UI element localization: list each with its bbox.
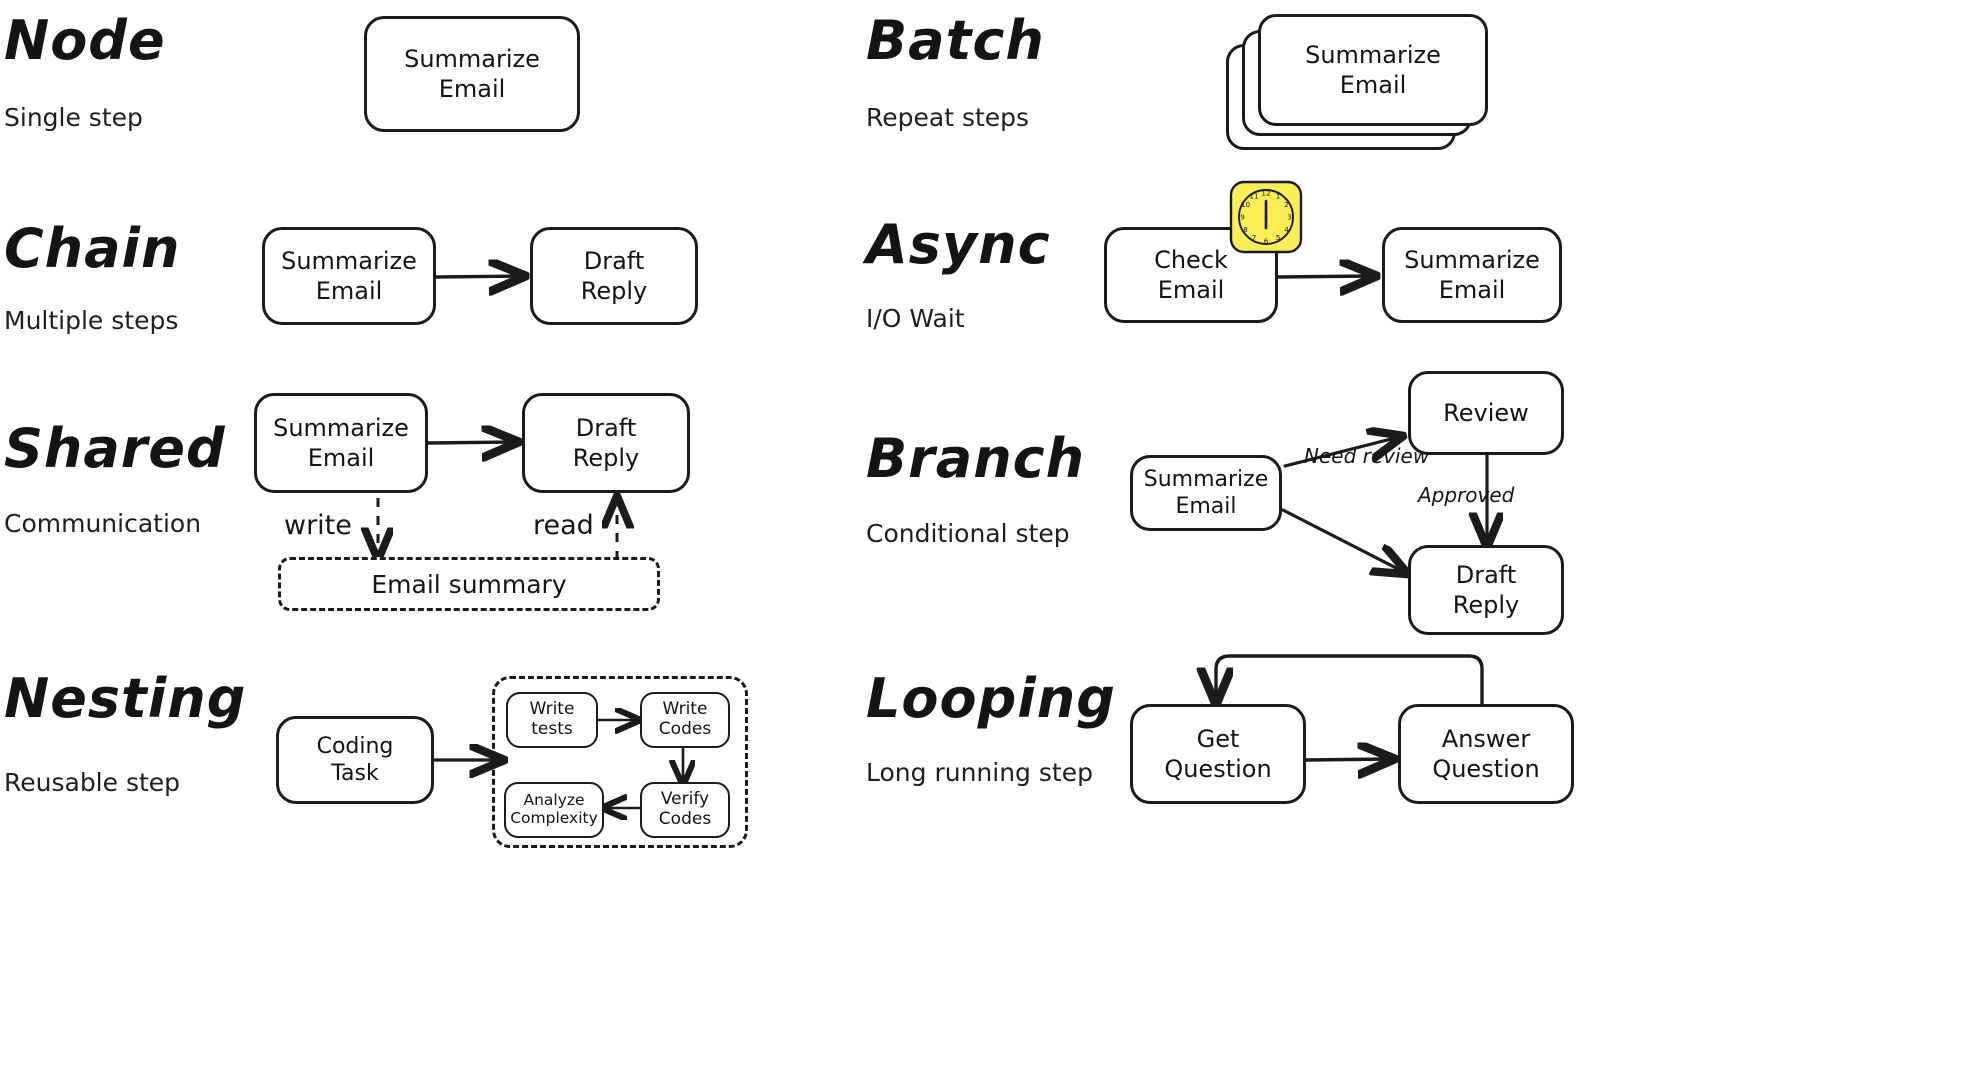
node-line-1: Summarize — [273, 414, 409, 442]
edge-label-need-review: Need review — [1304, 444, 1430, 468]
section-title-nesting: Nesting — [4, 667, 247, 730]
node-line-1: Summarize — [1305, 41, 1441, 69]
node-line-2: tests — [531, 719, 573, 739]
svg-text:10: 10 — [1241, 200, 1251, 209]
node-line-1: Write — [529, 699, 575, 720]
batch-stack-front[interactable]: Summarize Email — [1258, 14, 1488, 126]
node-line-1: Summarize — [1404, 246, 1540, 274]
node-line-1: Draft — [1455, 561, 1517, 589]
nesting-subflow-group — [492, 676, 748, 848]
svg-text:3: 3 — [1287, 213, 1292, 222]
svg-text:1: 1 — [1276, 192, 1281, 201]
node-looping-get-question[interactable]: Get Question — [1130, 704, 1306, 804]
section-subtitle-branch: Conditional step — [866, 519, 1070, 548]
node-line-1: Summarize — [281, 247, 417, 275]
section-title-node: Node — [4, 9, 166, 72]
section-title-async: Async — [866, 213, 1051, 276]
node-nesting-write-codes[interactable]: Write Codes — [640, 692, 730, 748]
edge-shared-summarize-to-draft — [426, 442, 514, 443]
node-line-1: Coding — [316, 733, 394, 759]
node-branch-review[interactable]: Review — [1408, 371, 1564, 455]
section-subtitle-async: I/O Wait — [866, 304, 965, 333]
node-line-2: Question — [1164, 755, 1272, 783]
node-line-2: Email — [315, 277, 383, 305]
edge-label-approved: Approved — [1418, 483, 1515, 507]
node-line-1: Write — [662, 699, 708, 720]
node-line-2: Email — [1438, 276, 1506, 304]
edge-looping-answer-to-get — [1216, 654, 1484, 712]
section-title-batch: Batch — [866, 9, 1045, 72]
node-summarize-email[interactable]: Summarize Email — [364, 16, 580, 132]
section-subtitle-chain: Multiple steps — [4, 306, 179, 335]
svg-text:7: 7 — [1252, 233, 1257, 242]
edge-branch-summarize-to-draft — [1281, 508, 1404, 572]
shared-store-label: Email summary — [371, 569, 567, 599]
node-line-1: Check — [1154, 246, 1228, 274]
node-line-1: Draft — [575, 414, 637, 442]
node-shared-summarize-email[interactable]: Summarize Email — [254, 393, 428, 493]
edge-async-check-to-summarize — [1275, 276, 1372, 277]
node-nesting-coding-task[interactable]: Coding Task — [276, 716, 434, 804]
edge-chain-summarize-to-draft — [434, 276, 521, 277]
node-line-2: Reply — [1452, 591, 1520, 619]
node-line-2: Question — [1432, 755, 1540, 783]
node-line-1: Review — [1443, 399, 1529, 427]
node-line-1: Verify — [660, 789, 710, 810]
node-line-1: Summarize — [404, 45, 540, 73]
node-line-2: Email — [1175, 494, 1237, 519]
node-line-2: Email — [438, 75, 506, 103]
svg-text:9: 9 — [1240, 213, 1245, 222]
node-line-1: Answer — [1441, 725, 1531, 753]
node-async-summarize-email[interactable]: Summarize Email — [1382, 227, 1562, 323]
svg-text:12: 12 — [1261, 189, 1270, 198]
section-subtitle-looping: Long running step — [866, 758, 1093, 787]
section-subtitle-nesting: Reusable step — [4, 768, 181, 797]
node-line-2: Complexity — [510, 809, 598, 827]
section-subtitle-shared: Communication — [4, 509, 202, 538]
edge-looping-get-to-answer — [1304, 759, 1390, 760]
svg-text:6: 6 — [1264, 237, 1269, 246]
svg-text:8: 8 — [1243, 225, 1248, 234]
section-subtitle-node: Single step — [4, 103, 143, 132]
node-line-1: Summarize — [1143, 466, 1269, 492]
node-nesting-write-tests[interactable]: Write tests — [506, 692, 598, 748]
node-nesting-verify-codes[interactable]: Verify Codes — [640, 782, 730, 838]
node-shared-draft-reply[interactable]: Draft Reply — [522, 393, 690, 493]
svg-text:2: 2 — [1284, 200, 1289, 209]
node-branch-summarize-email[interactable]: Summarize Email — [1130, 455, 1282, 531]
svg-text:5: 5 — [1276, 233, 1281, 242]
node-line-2: Codes — [658, 809, 712, 829]
shared-store-email-summary[interactable]: Email summary — [278, 557, 660, 611]
node-branch-draft-reply[interactable]: Draft Reply — [1408, 545, 1564, 635]
node-chain-summarize-email[interactable]: Summarize Email — [262, 227, 436, 325]
section-title-chain: Chain — [4, 217, 181, 280]
node-line-1: Get — [1196, 725, 1240, 753]
node-looping-answer-question[interactable]: Answer Question — [1398, 704, 1574, 804]
svg-text:11: 11 — [1249, 192, 1258, 201]
node-line-2: Codes — [658, 719, 712, 739]
node-line-2: Reply — [580, 277, 648, 305]
section-title-shared: Shared — [4, 417, 226, 480]
section-subtitle-batch: Repeat steps — [866, 103, 1030, 132]
node-line-2: Email — [1157, 276, 1225, 304]
clock-icon: 12 1 2 3 4 5 6 7 8 9 10 11 — [1229, 180, 1303, 254]
node-line-2: Email — [1339, 71, 1407, 99]
section-title-looping: Looping — [866, 667, 1116, 730]
node-nesting-analyze-complexity[interactable]: Analyze Complexity — [504, 782, 604, 838]
section-title-branch: Branch — [866, 427, 1086, 490]
edge-label-read: read — [533, 510, 594, 541]
node-chain-draft-reply[interactable]: Draft Reply — [530, 227, 698, 325]
node-line-2: Task — [331, 761, 379, 786]
svg-text:4: 4 — [1284, 225, 1289, 234]
edge-label-write: write — [284, 510, 352, 541]
node-line-1: Draft — [583, 247, 645, 275]
node-line-2: Reply — [572, 444, 640, 472]
node-line-2: Email — [307, 444, 375, 472]
node-line-1: Analyze — [523, 791, 585, 810]
